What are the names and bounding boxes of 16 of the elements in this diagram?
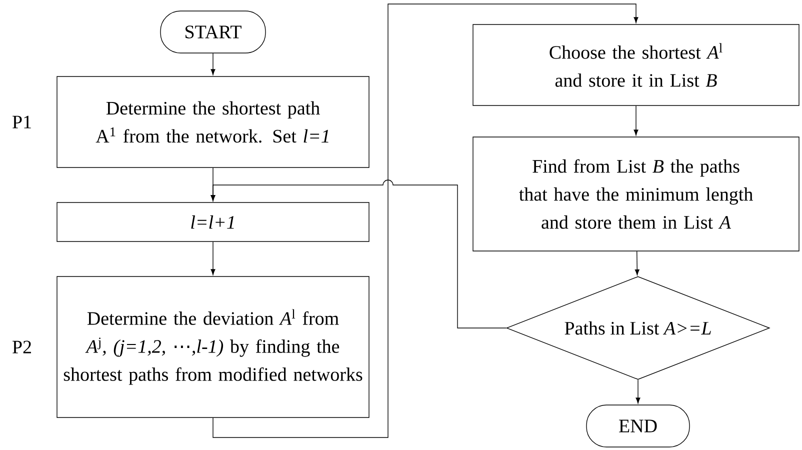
process-box: Find from List B the paths that have the minimum length and store them in List A <box>472 136 800 252</box>
process-box: l=l+1 <box>56 202 370 242</box>
process-box: Determine the deviation A$^{l}$ from A$^{j}$, (j=1,2, ⋯,l-1) by finding the shortest paths from modified networks <box>56 276 370 418</box>
arrow <box>210 180 507 328</box>
arrow <box>634 106 638 136</box>
process-box: Choose the shortest A$^{l}$ and store it in List B <box>472 24 800 106</box>
step-label: P1 <box>12 116 31 128</box>
terminal-box: END <box>586 404 690 448</box>
arrow <box>634 251 640 276</box>
terminal-box: START <box>160 10 266 54</box>
arrow <box>210 53 216 75</box>
process-box: Determine the shortest path A$^{1}$ from the network. Set l=1 <box>56 76 370 168</box>
step-label: P2 <box>12 340 31 354</box>
arrow <box>636 380 640 404</box>
arrow <box>210 242 216 275</box>
arrow <box>212 4 638 438</box>
